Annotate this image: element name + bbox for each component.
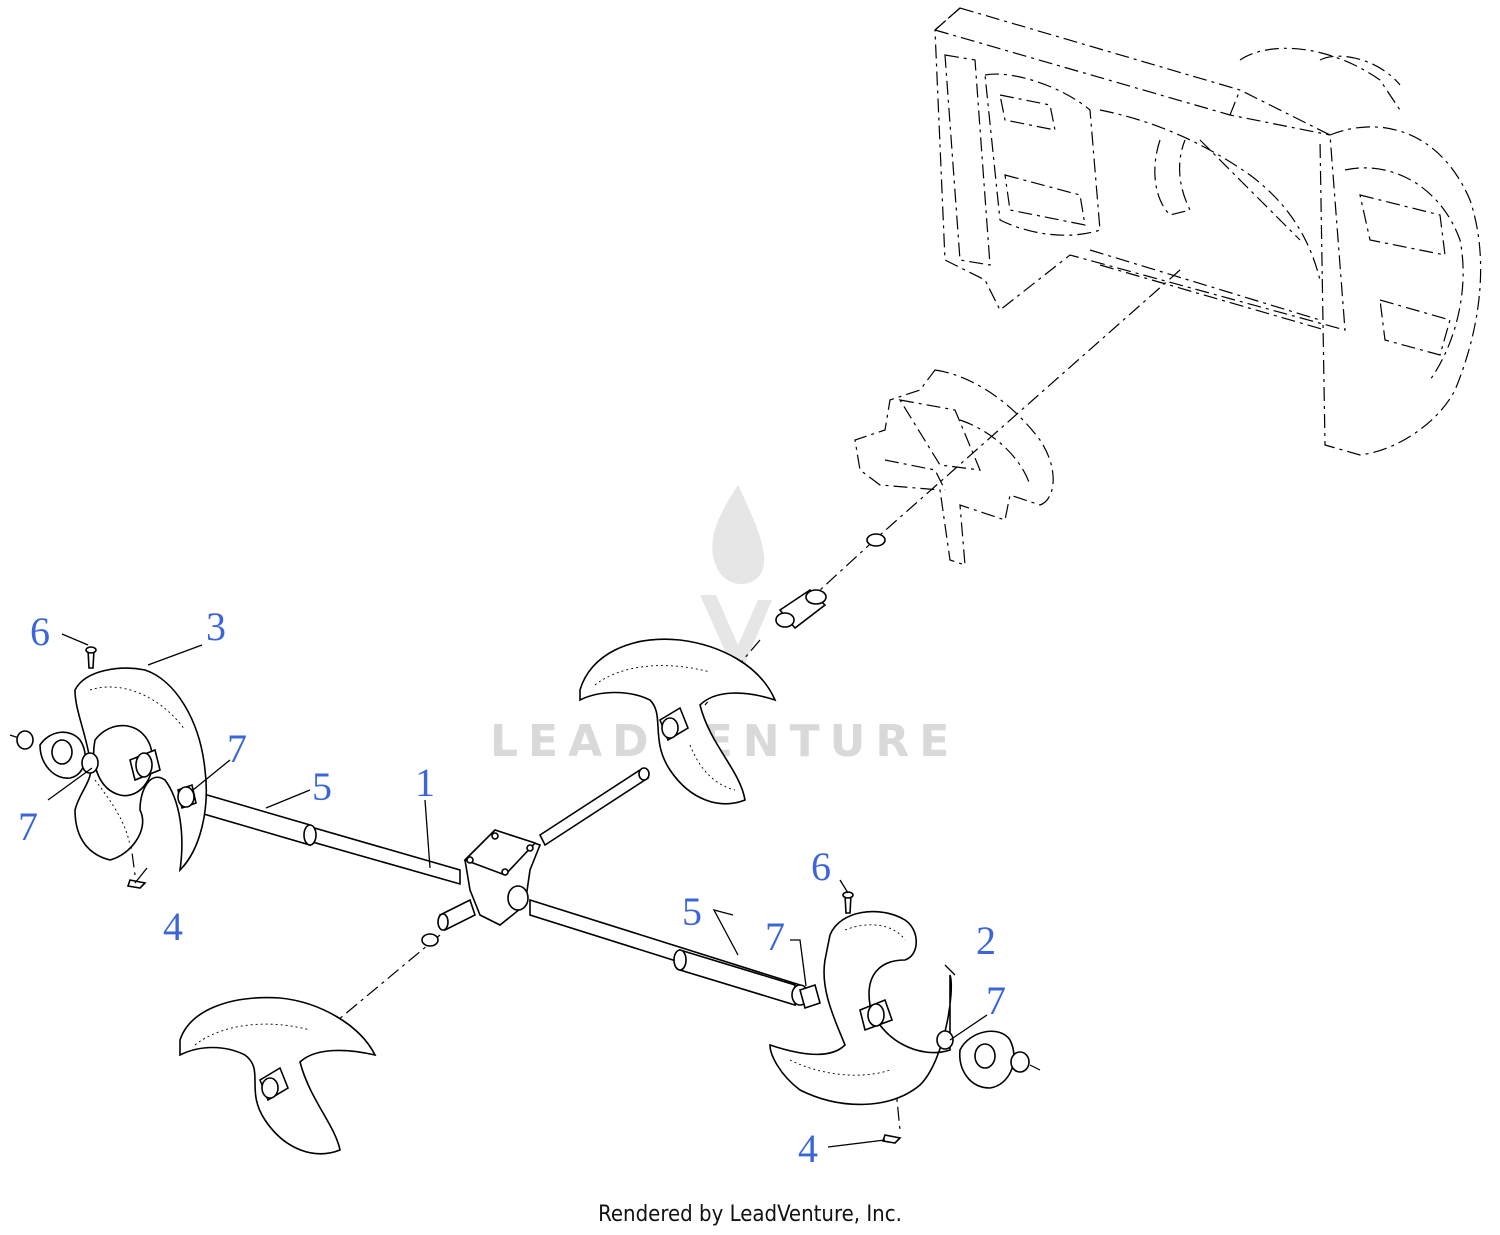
clevis-pin-right (881, 1134, 902, 1144)
callout-1[interactable]: 1 (415, 760, 435, 805)
callout-5-left[interactable]: 5 (312, 764, 332, 809)
auger-flight-left (74, 667, 208, 873)
gearbox (437, 829, 542, 932)
auger-flight-upper-right (579, 638, 777, 805)
auger-housing (934, 7, 1482, 456)
shear-bolt-right (842, 891, 854, 914)
callout-7-center-right[interactable]: 7 (765, 914, 785, 959)
callout-6-left[interactable]: 6 (30, 609, 50, 654)
bushing-upper (775, 588, 827, 630)
bearing-flange-left (16, 730, 99, 779)
callout-5-right[interactable]: 5 (682, 889, 702, 934)
washer-lower (421, 933, 439, 947)
washer-upper (866, 533, 886, 547)
callout-7-far-right[interactable]: 7 (986, 978, 1006, 1023)
impeller (854, 369, 1054, 566)
callout-3[interactable]: 3 (206, 604, 226, 649)
clevis-pin-left (126, 879, 147, 889)
callout-6-right[interactable]: 6 (811, 844, 831, 889)
callout-4-right[interactable]: 4 (798, 1126, 818, 1171)
leader-lines (47, 633, 988, 1148)
shear-bolt-left (85, 646, 97, 669)
callout-7-upper-left[interactable]: 7 (227, 726, 247, 771)
spacer-left (189, 788, 317, 847)
render-credit: Rendered by LeadVenture, Inc. (598, 1202, 902, 1227)
callout-2[interactable]: 2 (976, 918, 996, 963)
spacer-right (673, 948, 809, 1007)
auger-flight-lower-left (179, 996, 377, 1155)
auger-flight-right (769, 910, 953, 1106)
callout-4-left[interactable]: 4 (163, 904, 183, 949)
callout-7-lower-left[interactable]: 7 (18, 804, 38, 849)
axis-line-right-end (1029, 1064, 1041, 1071)
bearing-flange-right (936, 1030, 1030, 1089)
